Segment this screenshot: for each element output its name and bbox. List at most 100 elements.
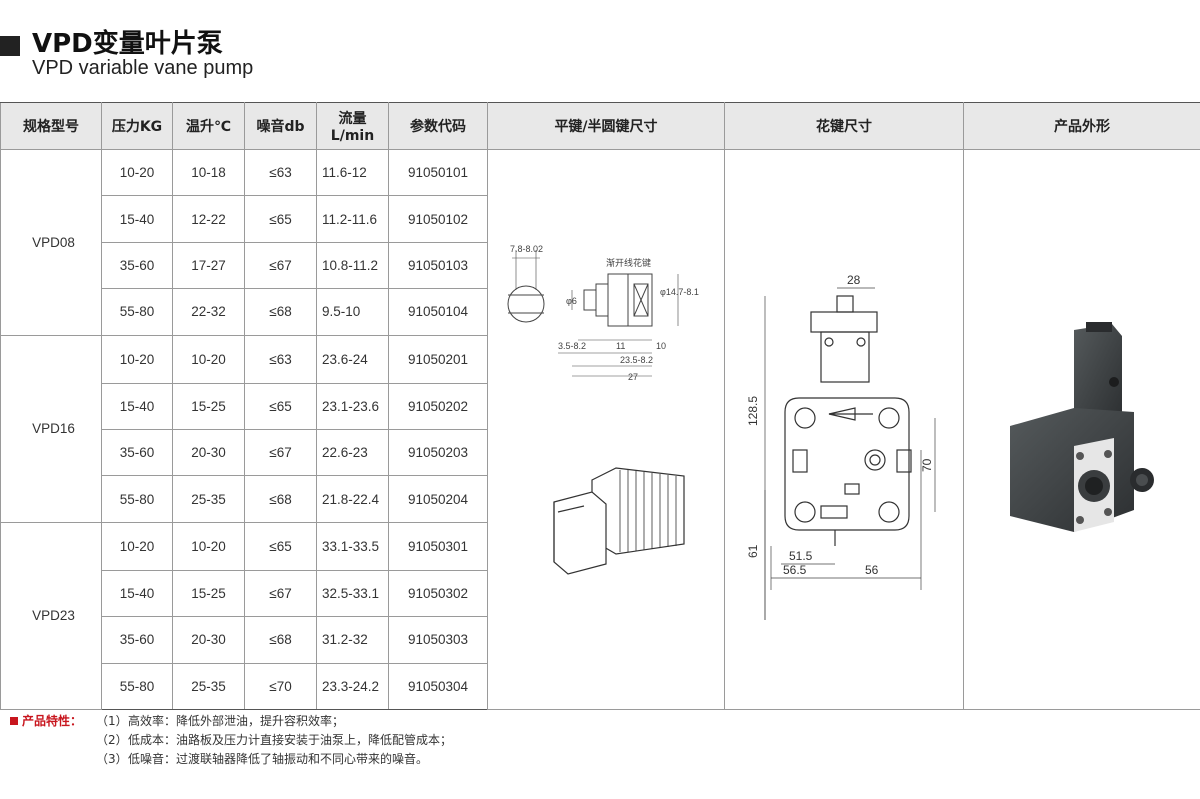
spec-table-wrapper: 规格型号 压力KG 温升℃ 噪音db 流量L/min 参数代码 平键/半圆键尺寸… [0,102,1200,711]
noise-cell: ≤70 [244,662,317,711]
spline-dimension-cell: 28 128.5 70 61 51.5 56.5 56 [724,149,964,710]
noise-cell: ≤67 [244,428,317,477]
table-row: 35-60 20-30 ≤68 31.2-32 91050303 [1,616,1200,664]
pressure-cell: 55-80 [101,475,173,523]
spline-dimension-drawing: 28 128.5 70 61 51.5 56.5 56 [746,273,936,620]
feature-number: （3） [96,752,128,766]
code-cell: 91050204 [388,475,488,523]
features-heading-text: 产品特性： [22,714,83,728]
flow-cell: 9.5-10 [316,288,389,336]
model-cell: VPD16 [0,334,102,523]
noise-cell: ≤65 [244,382,317,431]
flow-cell: 23.6-24 [316,334,389,384]
noise-cell: ≤67 [244,569,317,618]
table-row: 55-80 22-32 ≤68 9.5-10 91050104 [1,288,1200,336]
page-header: VPD变量叶片泵 VPD variable vane pump [0,0,1200,100]
pressure-cell: 35-60 [101,616,173,664]
temp-cell: 25-35 [172,475,245,523]
pressure-cell: 35-60 [101,428,173,477]
dim-label: φ14.7-8.1 [660,287,699,297]
temp-cell: 12-22 [172,195,245,243]
dim-label: 128.5 [746,396,760,426]
noise-cell: ≤68 [244,475,317,523]
page-subtitle: VPD variable vane pump [32,57,254,79]
flow-cell: 32.5-33.1 [316,569,389,618]
temp-cell: 10-20 [172,521,245,571]
temp-cell: 25-35 [172,662,245,711]
page-title: VPD变量叶片泵 [32,29,223,59]
noise-cell: ≤68 [244,616,317,664]
dim-label: 23.5-8.2 [620,355,653,365]
feature-text: 低噪音：过渡联轴器降低了轴振动和不同心带来的噪音。 [128,752,429,766]
code-cell: 91050201 [388,334,488,384]
temp-cell: 20-30 [172,428,245,477]
model-cell: VPD08 [0,149,102,336]
feature-number: （1） [96,714,128,728]
flow-cell: 31.2-32 [316,616,389,664]
code-cell: 91050302 [388,569,488,618]
code-cell: 91050301 [388,521,488,571]
pressure-cell: 10-20 [101,521,173,571]
col-header: 温升℃ [172,102,245,150]
code-cell: 91050303 [388,616,488,664]
feature-text: 高效率：降低外部泄油，提升容积效率； [128,714,345,728]
pressure-cell: 35-60 [101,241,173,290]
pressure-cell: 10-20 [101,148,173,197]
code-cell: 91050203 [388,428,488,477]
noise-cell: ≤65 [244,195,317,243]
feature-row: 产品特性： （1） 高效率：降低外部泄油，提升容积效率； [10,712,344,731]
col-header: 压力KG [101,102,173,150]
flow-cell: 11.6-12 [316,148,389,197]
dim-label: 28 [847,273,861,287]
feature-number: （2） [96,733,128,747]
dim-label: 56.5 [783,563,807,577]
table-row: 15-40 15-25 ≤65 23.1-23.6 91050202 [1,382,1200,431]
noise-cell: ≤68 [244,288,317,336]
table-header-row: 规格型号 压力KG 温升℃ 噪音db 流量L/min 参数代码 平键/半圆键尺寸… [0,102,1200,150]
temp-cell: 17-27 [172,241,245,290]
table-row: 15-40 15-25 ≤67 32.5-33.1 91050302 [1,569,1200,618]
shaft-3d-icon [553,467,685,575]
title-square-icon [0,36,20,56]
pump-body [1010,322,1154,532]
flow-cell: 23.3-24.2 [316,662,389,711]
code-cell: 91050202 [388,382,488,431]
col-header: 产品外形 [963,102,1200,150]
col-header: 参数代码 [388,102,488,150]
dim-label: 27 [628,372,638,382]
code-cell: 91050102 [388,195,488,243]
table-row: 55-80 25-35 ≤70 23.3-24.2 91050304 [1,662,1200,711]
temp-cell: 15-25 [172,382,245,431]
dim-label: 11 [616,341,625,351]
feature-text: 低成本：油路板及压力计直接安装于油泵上，降低配管成本； [128,733,453,747]
pump-product-icon [1010,322,1154,532]
temp-cell: 10-20 [172,334,245,384]
pressure-cell: 10-20 [101,334,173,384]
temp-cell: 10-18 [172,148,245,197]
noise-cell: ≤65 [244,521,317,571]
flow-cell: 10.8-11.2 [316,241,389,290]
col-header: 流量L/min [316,102,389,150]
temp-cell: 15-25 [172,569,245,618]
noise-cell: ≤67 [244,241,317,290]
table-row: 15-40 12-22 ≤65 11.2-11.6 91050102 [1,195,1200,243]
table-row: 35-60 17-27 ≤67 10.8-11.2 91050103 [1,241,1200,290]
code-cell: 91050104 [388,288,488,336]
code-cell: 91050304 [388,662,488,711]
pressure-cell: 15-40 [101,195,173,243]
flow-cell: 21.8-22.4 [316,475,389,523]
feature-row: （3） 低噪音：过渡联轴器降低了轴振动和不同心带来的噪音。 [10,750,428,769]
table-row: VPD08 10-20 10-18 ≤63 11.6-12 91050101 [0,148,1200,710]
product-image-cell [963,149,1200,710]
red-square-icon [10,717,18,725]
dim-label: 3.5-8.2 [558,341,586,351]
feature-row: （2） 低成本：油路板及压力计直接安装于油泵上，降低配管成本； [10,731,452,750]
features-heading: 产品特性： [10,714,82,728]
col-header: 花键尺寸 [724,102,964,150]
pressure-cell: 55-80 [101,288,173,336]
col-header: 噪音db [244,102,317,150]
spec-table: 规格型号 压力KG 温升℃ 噪音db 流量L/min 参数代码 平键/半圆键尺寸… [0,102,1200,711]
noise-cell: ≤63 [244,148,317,197]
table-row: 55-80 25-35 ≤68 21.8-22.4 91050204 [1,475,1200,523]
pressure-cell: 55-80 [101,662,173,711]
